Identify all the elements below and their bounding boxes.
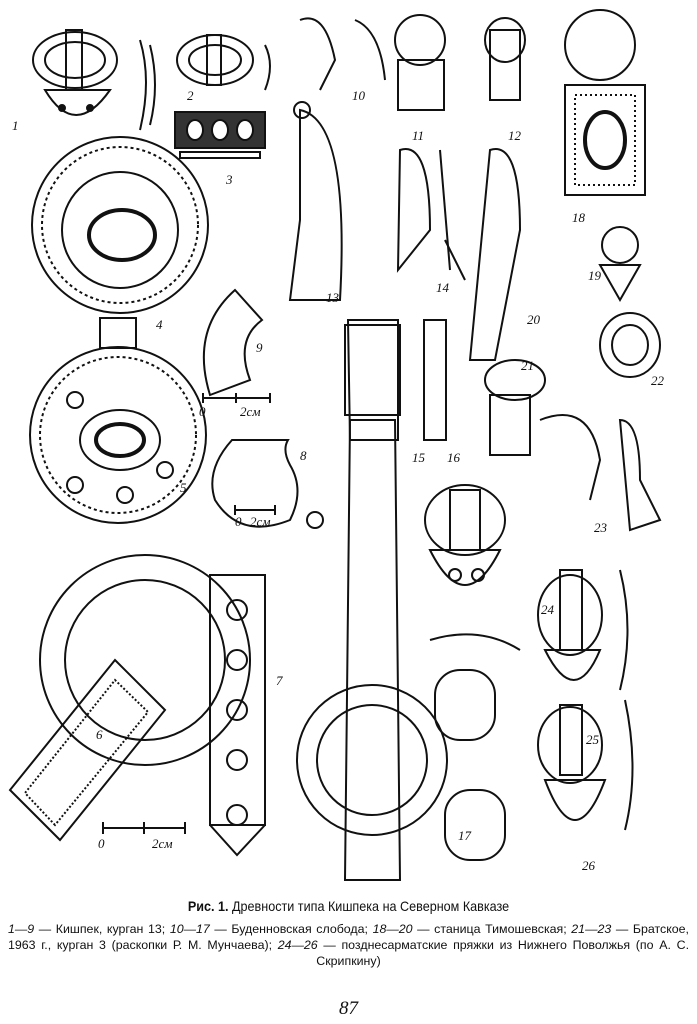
caption-title-text: Древности типа Кишпека на Северном Кавка… [231, 898, 510, 914]
figure-label-23: 23 [594, 520, 607, 535]
archaeological-figure: 1 2 3 4 5 6 7 8 9 10 11 12 13 14 15 16 1… [8, 9, 664, 881]
scale-unit: 2см [250, 514, 271, 529]
figure-label-2: 2 [187, 88, 194, 103]
caption-range: 24—26 [277, 938, 318, 952]
caption-text: — Буденновская слобода; [209, 922, 373, 936]
caption-range: 21—23 [571, 922, 612, 936]
caption-range: 1—9 [8, 922, 35, 936]
figure-drawings [8, 9, 662, 881]
figure-label-26: 26 [582, 858, 595, 873]
figure-caption-body: 1—9 — Кишпек, курган 13; 10—17 — Буденно… [8, 921, 689, 969]
scale-zero: 0 [235, 514, 242, 529]
figure-label-25: 25 [586, 732, 599, 747]
figure-label-9: 9 [256, 340, 263, 355]
scale-unit: 2см [240, 404, 261, 419]
figure-label-21: 21 [521, 358, 534, 373]
figure-label-11: 11 [412, 128, 425, 143]
page-number: 87 [339, 998, 358, 1019]
caption-prefix: Рис. 1. [187, 898, 229, 914]
figure-label-15: 15 [412, 450, 425, 465]
figure-label-6: 6 [96, 727, 103, 742]
scale-zero: 0 [199, 404, 206, 419]
figure-label-5: 5 [180, 480, 187, 495]
artifact-1-buckle [32, 29, 156, 131]
scale-zero: 0 [98, 836, 105, 851]
figure-label-1: 1 [12, 118, 19, 133]
figure-label-17: 17 [458, 828, 471, 843]
figure-label-4: 4 [156, 317, 163, 332]
caption-text: — станица Тимошевская; [412, 922, 572, 936]
caption-text: — позднесарматские пряжки из Нижнего Пов… [316, 938, 690, 968]
caption-text: — Кишпек, курган 13; [34, 922, 170, 936]
scale-unit: 2см [152, 836, 173, 851]
figure-label-8: 8 [300, 448, 307, 463]
figure-label-14: 14 [436, 280, 449, 295]
figure-label-20: 20 [527, 312, 540, 327]
caption-range: 18—20 [372, 922, 413, 936]
figure-caption-title: Рис. 1. Древности типа Кишпека на Северн… [35, 898, 662, 914]
figure-label-18: 18 [572, 210, 585, 225]
caption-text: — Братское, 1963 г., курган 3 (раскопки … [8, 922, 689, 952]
figure-label-19: 19 [588, 268, 601, 283]
figure-label-3: 3 [226, 172, 233, 187]
figure-label-24: 24 [541, 602, 554, 617]
figure-label-22: 22 [651, 373, 664, 388]
figure-label-12: 12 [508, 128, 521, 143]
figure-label-16: 16 [447, 450, 460, 465]
figure-label-13: 13 [326, 290, 339, 305]
figure-label-7: 7 [276, 673, 283, 688]
caption-range: 10—17 [169, 922, 210, 936]
figure-label-10: 10 [352, 88, 365, 103]
